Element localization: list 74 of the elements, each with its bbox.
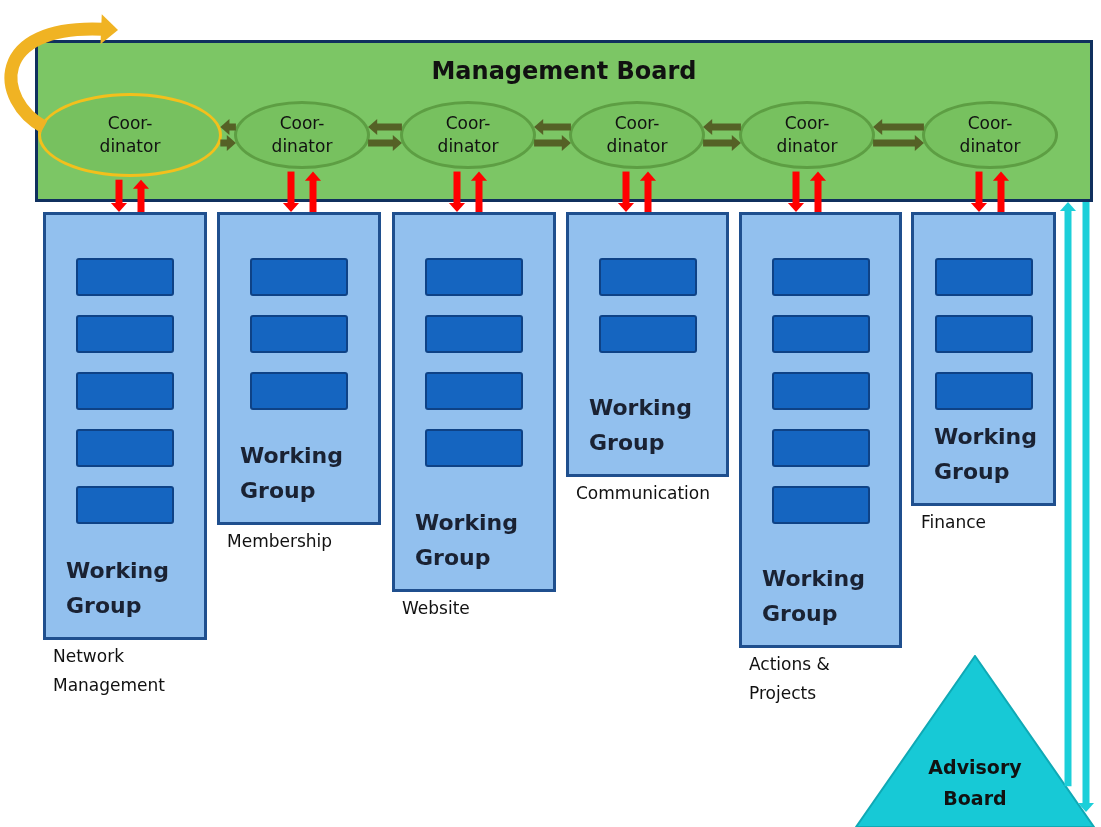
arrow: [448, 171, 466, 212]
task-block: [772, 258, 870, 296]
arrow: [220, 118, 236, 136]
coordinator-ellipse: Coor- dinator: [400, 101, 536, 169]
group-name-label: Website: [402, 597, 470, 620]
group-panel: [566, 212, 729, 477]
group-name-label: Network Management: [53, 645, 166, 697]
board-panel: [35, 40, 1093, 202]
task-block: [935, 315, 1033, 353]
arrow: [220, 134, 236, 152]
task-block: [250, 372, 348, 410]
arrow: [992, 171, 1010, 212]
arrow: [368, 134, 402, 152]
group-name-label: Actions & Projects: [749, 653, 831, 705]
task-block: [250, 258, 348, 296]
task-block: [425, 372, 523, 410]
coordinator-ellipse: Coor- dinator: [569, 101, 705, 169]
task-block: [599, 258, 697, 296]
group-panel: [739, 212, 902, 648]
task-block: [76, 486, 174, 524]
task-block: [425, 429, 523, 467]
advisory-triangle: [855, 655, 1095, 827]
arrow: [304, 171, 322, 212]
triangle-label: Advisory Board: [927, 755, 1023, 811]
board-title: Management Board: [431, 57, 697, 85]
task-block: [599, 315, 697, 353]
arrow: [639, 171, 657, 212]
arrow: [703, 118, 741, 136]
arrow: [970, 171, 988, 212]
arrow: [1077, 202, 1095, 813]
arrow: [534, 118, 571, 136]
group-name-label: Membership: [227, 530, 333, 553]
task-block: [935, 258, 1033, 296]
coordinator-ellipse: Coor- dinator: [739, 101, 875, 169]
arrow: [132, 179, 150, 212]
task-block: [772, 429, 870, 467]
arrow: [1059, 202, 1077, 787]
arrow: [534, 134, 571, 152]
group-title: Working Group: [589, 393, 694, 457]
group-title: Working Group: [934, 422, 1039, 486]
arrow: [809, 171, 827, 212]
coordinator-ellipse: Coor- dinator: [38, 93, 222, 177]
task-block: [772, 486, 870, 524]
group-panel: [43, 212, 207, 640]
arrow: [368, 118, 402, 136]
group-panel: [217, 212, 381, 525]
arrow: [703, 134, 741, 152]
task-block: [250, 315, 348, 353]
group-title: Working Group: [415, 508, 520, 572]
group-title: Working Group: [66, 556, 171, 620]
group-panel: [392, 212, 556, 592]
coordinator-ellipse: Coor- dinator: [922, 101, 1058, 169]
task-block: [935, 372, 1033, 410]
arrow: [282, 171, 300, 212]
task-block: [76, 372, 174, 410]
arrow: [617, 171, 635, 212]
group-name-label: Finance: [921, 511, 987, 534]
group-title: Working Group: [240, 441, 345, 505]
task-block: [772, 315, 870, 353]
coordinator-ellipse: Coor- dinator: [234, 101, 370, 169]
task-block: [772, 372, 870, 410]
group-title: Working Group: [762, 564, 867, 628]
task-block: [76, 429, 174, 467]
arrow: [873, 134, 924, 152]
task-block: [76, 258, 174, 296]
task-block: [425, 258, 523, 296]
group-panel: [911, 212, 1056, 506]
arrow: [787, 171, 805, 212]
arrow: [110, 179, 128, 212]
task-block: [76, 315, 174, 353]
arrow: [470, 171, 488, 212]
task-block: [425, 315, 523, 353]
arrow: [873, 118, 924, 136]
group-name-label: Communication: [576, 482, 710, 505]
